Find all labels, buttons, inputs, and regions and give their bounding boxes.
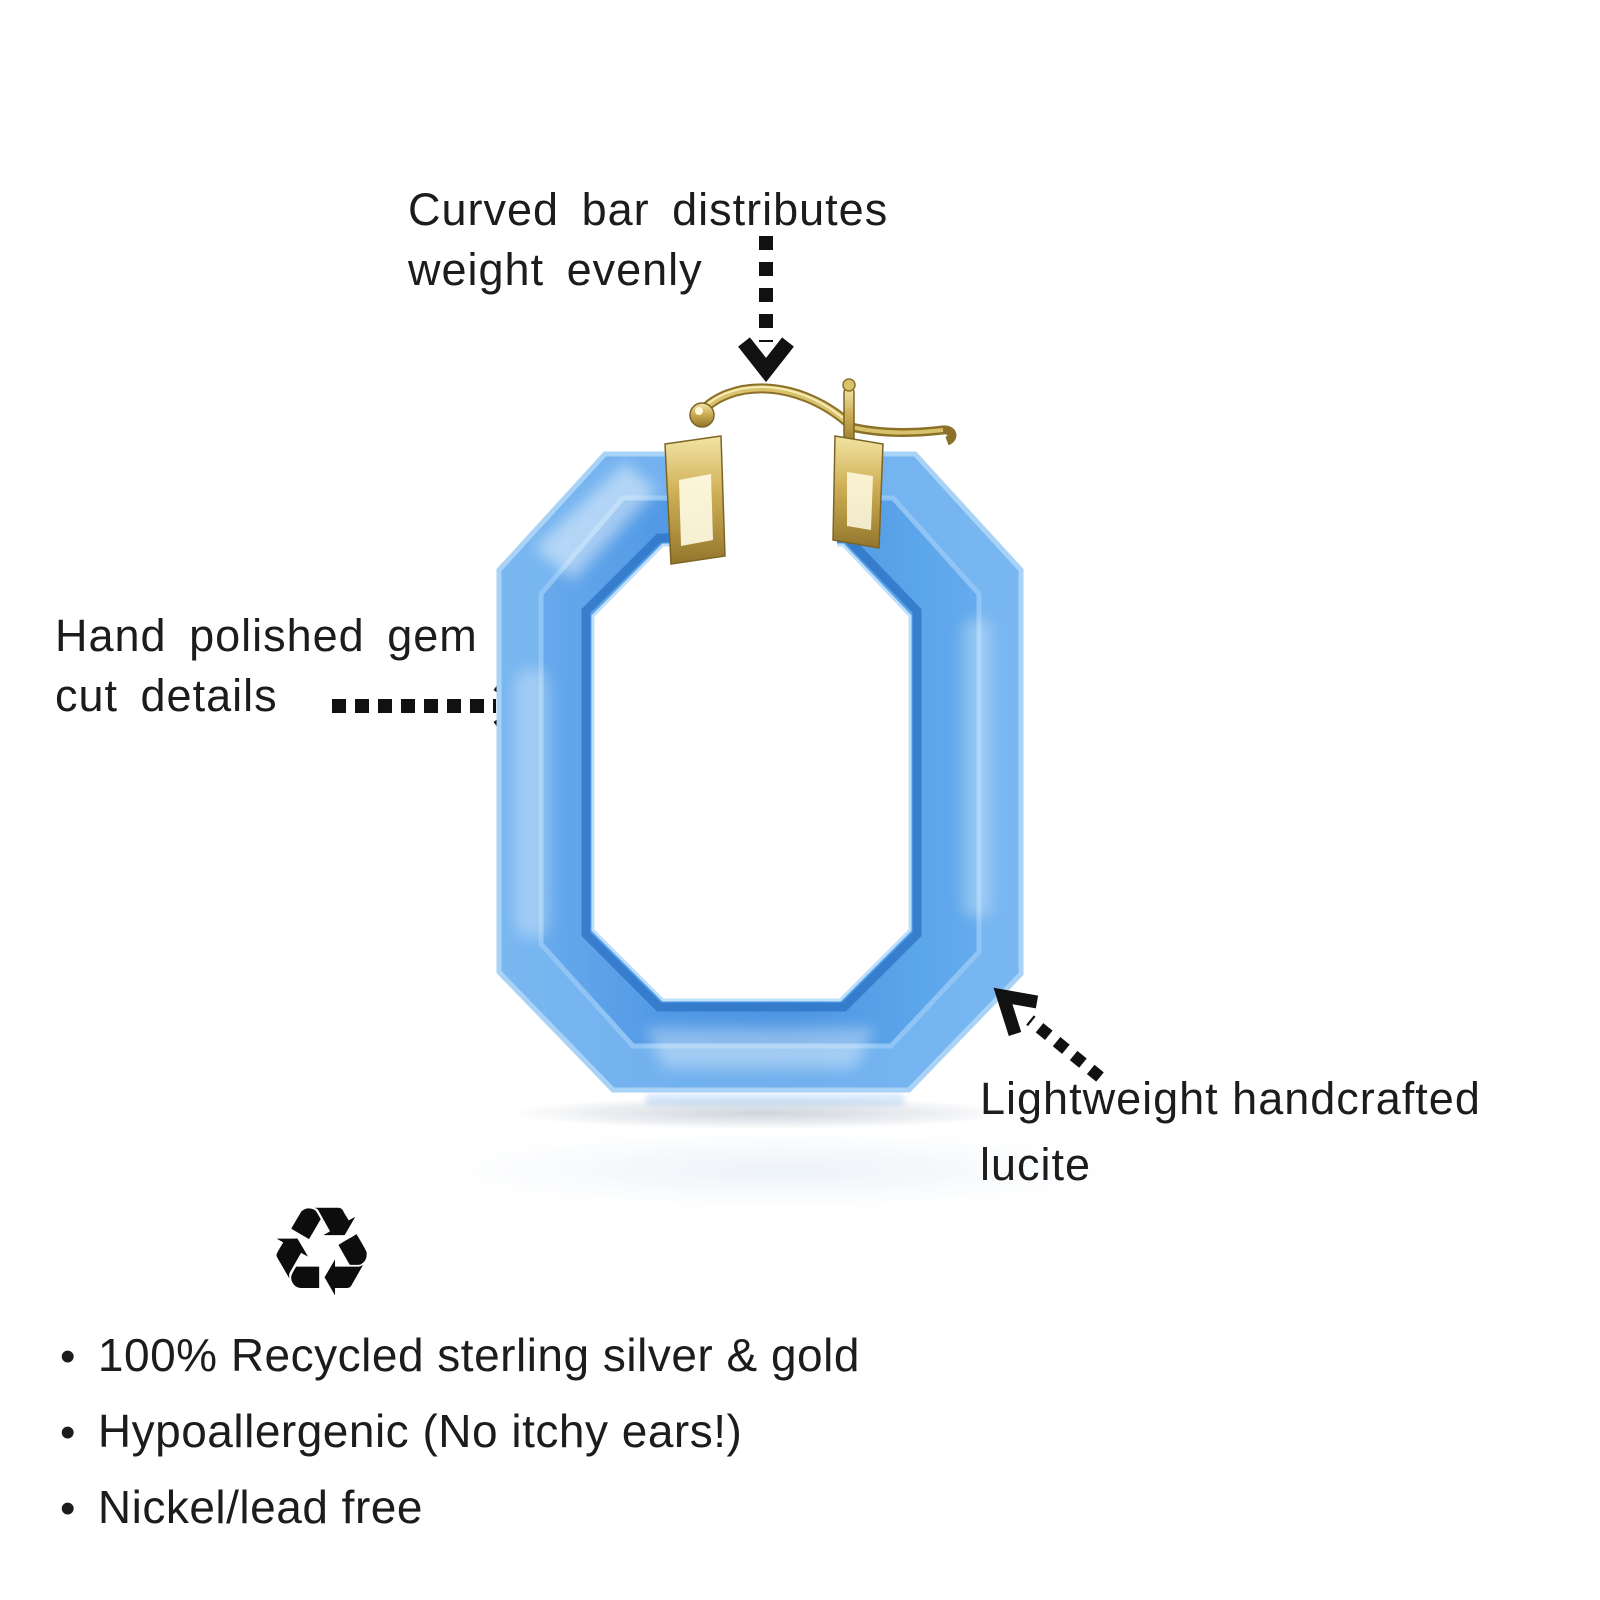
- hoop-top-gap: [719, 422, 837, 574]
- earring-clasp: [664, 378, 957, 565]
- annotation-gem-cut: Hand polished gem cut details: [55, 606, 478, 726]
- clasp-latch-wire: [845, 421, 957, 446]
- annotation-gem-cut-line2: cut details: [55, 670, 278, 721]
- arrow-down-dotted-icon: [738, 236, 794, 383]
- feature-item-hypoallergenic: • Hypoallergenic (No itchy ears!): [60, 1394, 860, 1470]
- feature-item-text: Nickel/lead free: [97, 1481, 423, 1533]
- clasp-curved-bar: [697, 383, 851, 426]
- annotation-lucite: Lightweight handcrafted lucite: [980, 1066, 1481, 1198]
- annotation-gem-cut-line1: Hand polished gem: [55, 610, 478, 661]
- clasp-post-ball: [842, 378, 856, 392]
- earring-reflection: [645, 1094, 905, 1106]
- arrow-diagonal-dotted-icon: [993, 987, 1104, 1082]
- clasp-left-cap: [664, 435, 726, 565]
- bullet-dot: •: [60, 1408, 76, 1457]
- feature-list: • 100% Recycled sterling silver & gold •…: [60, 1318, 860, 1546]
- annotation-curved-bar: Curved bar distributes weight evenly: [408, 180, 888, 300]
- annotation-lucite-line2: lucite: [980, 1139, 1092, 1190]
- clasp-hinge-highlight: [695, 407, 703, 415]
- clasp-right-cap: [832, 435, 884, 549]
- annotation-lucite-line1: Lightweight handcrafted: [980, 1073, 1481, 1124]
- earring-illustration: [496, 378, 1024, 1129]
- annotation-curved-bar-line2: weight evenly: [408, 244, 703, 295]
- recycle-icon: ♻: [266, 1181, 378, 1325]
- feature-item-nickel-free: • Nickel/lead free: [60, 1470, 860, 1546]
- feature-item-text: 100% Recycled sterling silver & gold: [97, 1329, 860, 1381]
- earring-hoop: [496, 451, 1024, 1093]
- bullet-dot: •: [60, 1484, 76, 1533]
- feature-item-text: Hypoallergenic (No itchy ears!): [97, 1405, 743, 1457]
- bullet-dot: •: [60, 1332, 76, 1381]
- feature-item-recycled: • 100% Recycled sterling silver & gold: [60, 1318, 860, 1394]
- clasp-hinge-knob: [689, 402, 715, 428]
- photo-background-wash: [430, 1130, 1130, 1210]
- annotation-curved-bar-line1: Curved bar distributes: [408, 184, 889, 235]
